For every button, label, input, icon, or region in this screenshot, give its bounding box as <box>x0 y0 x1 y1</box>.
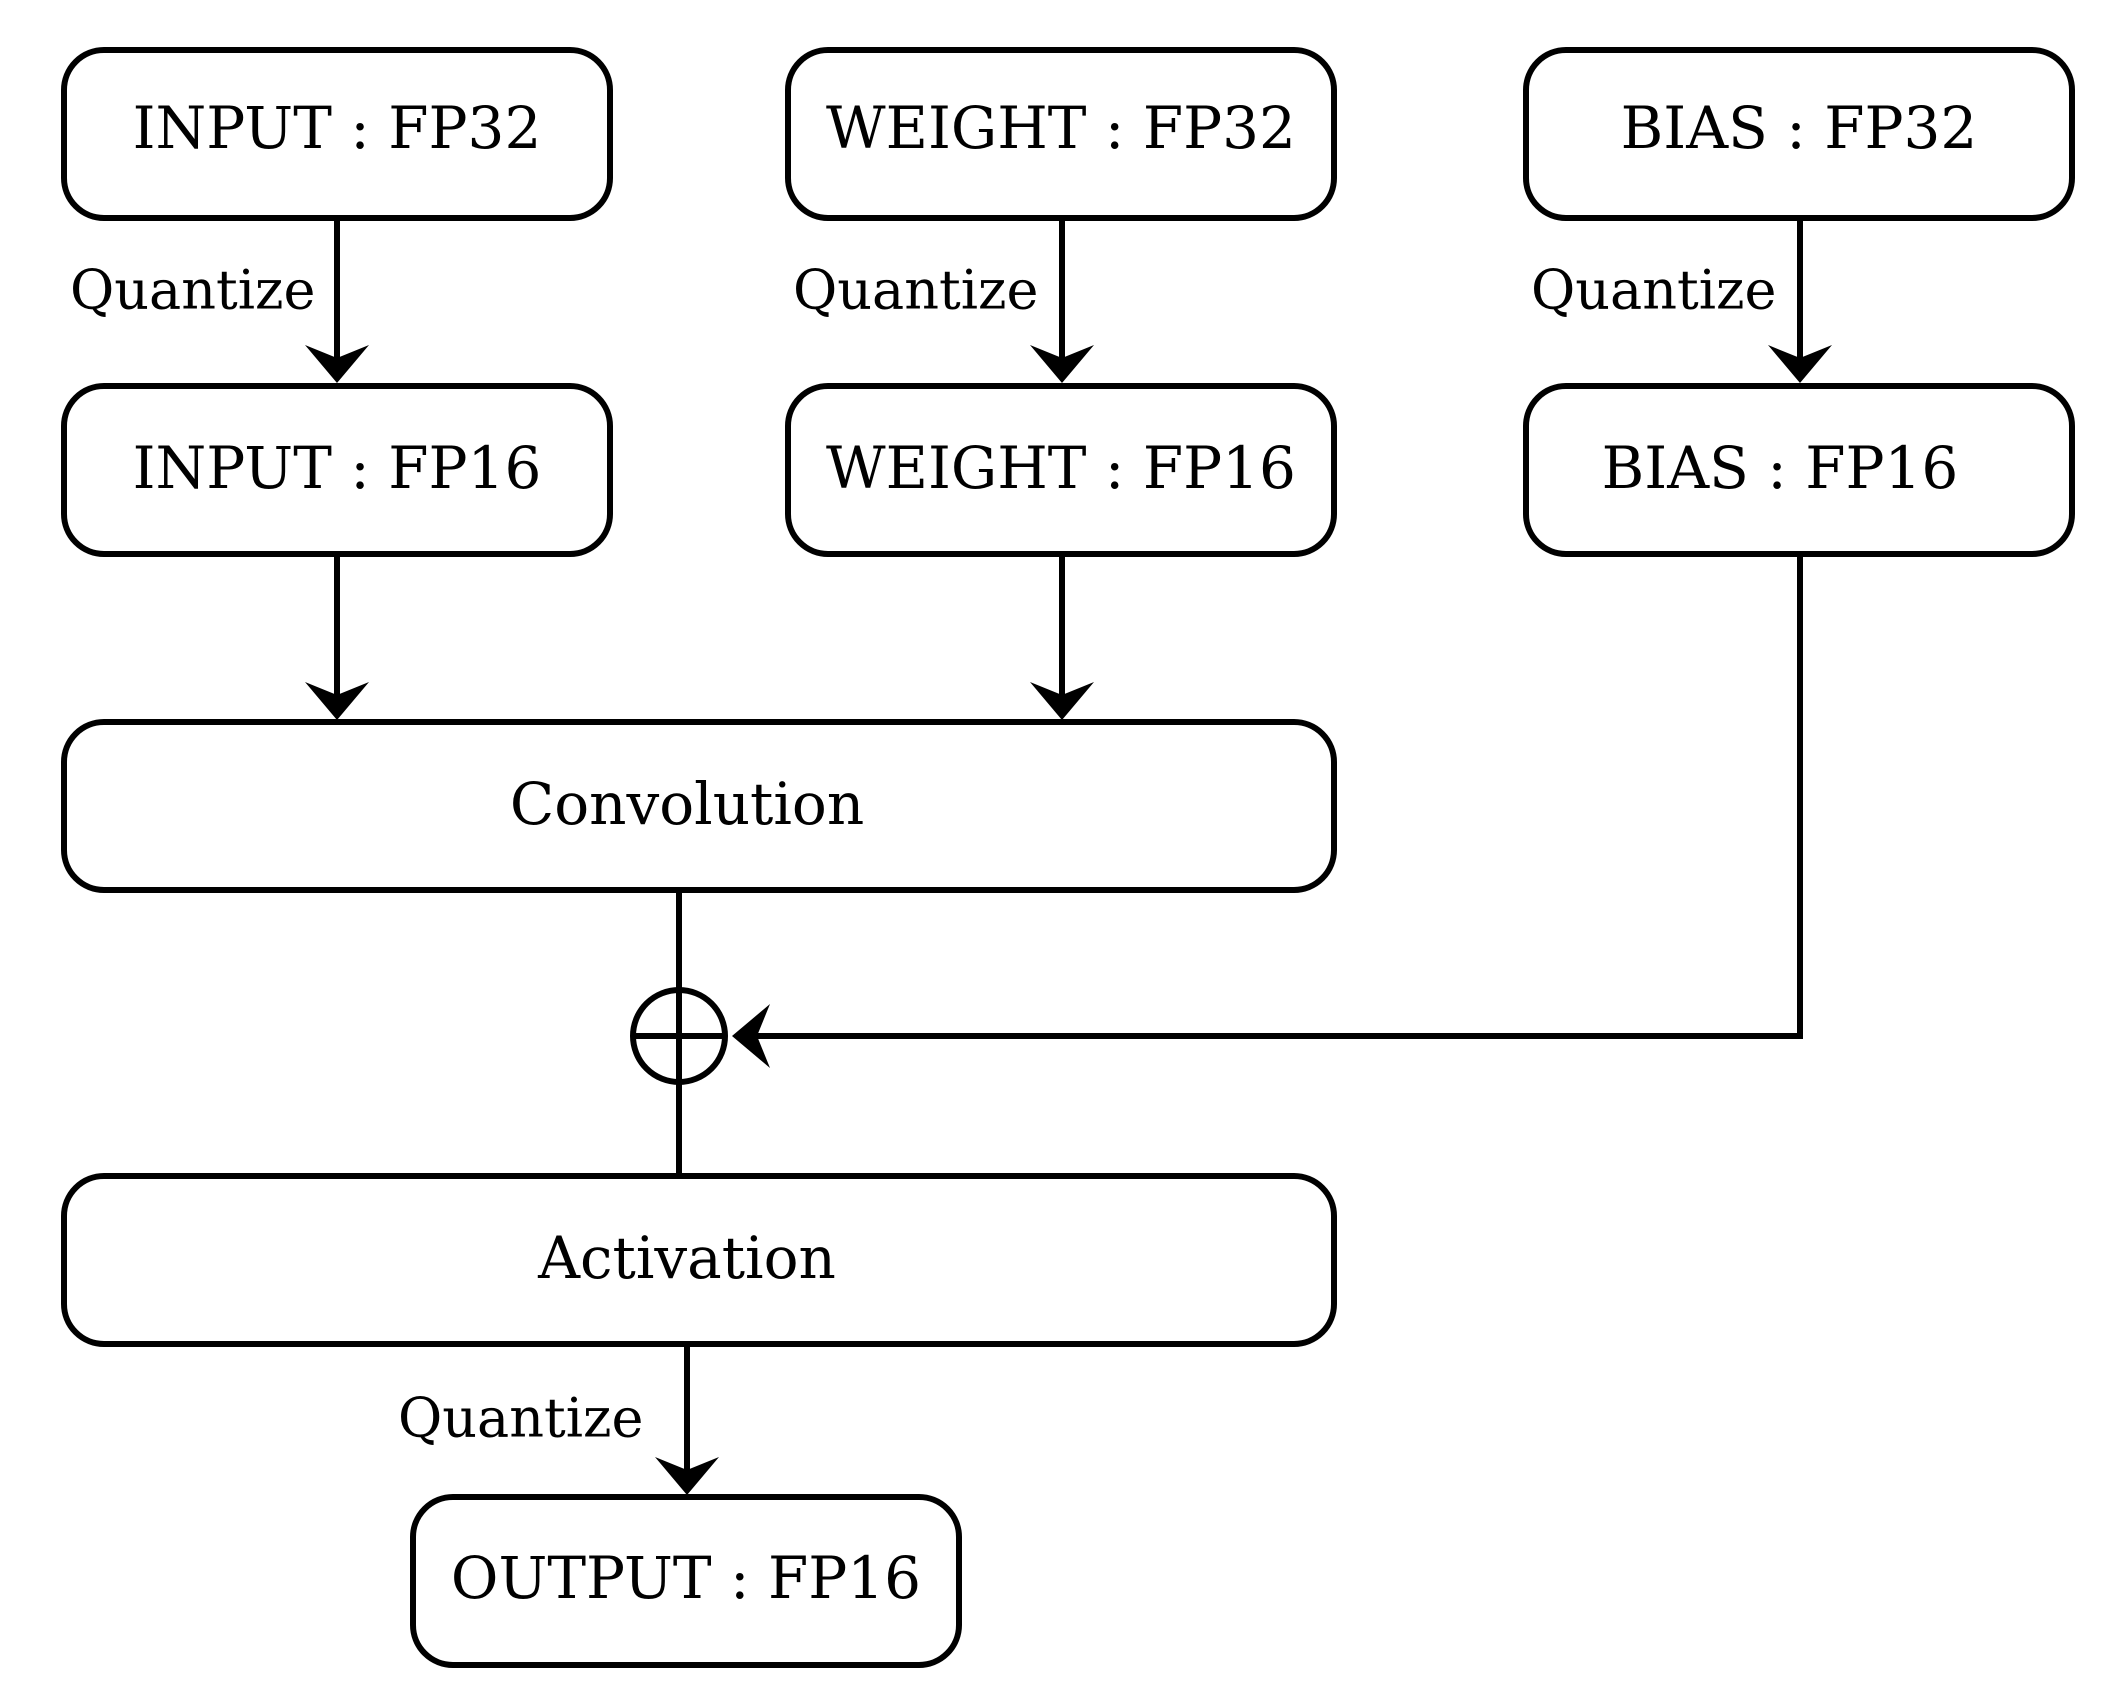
node-convolution-label: Convolution <box>510 770 864 838</box>
node-bias-fp32: BIAS : FP32 <box>1523 47 2075 221</box>
edge-weight-quantize-arrowhead <box>1030 345 1094 383</box>
node-bias-fp32-label: BIAS : FP32 <box>1621 94 1978 162</box>
edge-bias-quantize-arrowhead <box>1768 345 1832 383</box>
node-weight-fp16: WEIGHT : FP16 <box>785 383 1337 557</box>
node-bias-fp16: BIAS : FP16 <box>1523 383 2075 557</box>
node-input-fp16: INPUT : FP16 <box>61 383 613 557</box>
node-activation: Activation <box>61 1173 1337 1347</box>
node-weight-fp32-label: WEIGHT : FP32 <box>826 94 1296 162</box>
edge-input-quantize-arrowhead <box>305 345 369 383</box>
edge-label-input-quantize: Quantize <box>70 259 315 322</box>
node-weight-fp32: WEIGHT : FP32 <box>785 47 1337 221</box>
node-convolution: Convolution <box>61 719 1337 893</box>
sum-node <box>630 987 728 1085</box>
edge-label-output-quantize: Quantize <box>398 1387 643 1450</box>
node-bias-fp16-label: BIAS : FP16 <box>1602 434 1959 502</box>
edge-label-weight-quantize: Quantize <box>793 259 1038 322</box>
node-input-fp16-label: INPUT : FP16 <box>133 434 542 502</box>
node-weight-fp16-label: WEIGHT : FP16 <box>826 434 1296 502</box>
node-output-fp16-label: OUTPUT : FP16 <box>451 1544 921 1612</box>
node-input-fp32-label: INPUT : FP32 <box>133 94 542 162</box>
edge-label-bias-quantize: Quantize <box>1531 259 1776 322</box>
node-output-fp16: OUTPUT : FP16 <box>410 1494 962 1668</box>
edge-input-conv-arrowhead <box>305 682 369 720</box>
edge-bias-add-arrowhead <box>732 1004 770 1068</box>
node-activation-label: Activation <box>537 1224 836 1292</box>
edge-weight-conv-arrowhead <box>1030 682 1094 720</box>
node-input-fp32: INPUT : FP32 <box>61 47 613 221</box>
edge-output-quantize-arrowhead <box>655 1457 719 1495</box>
edge-bias-add-line <box>755 554 1803 1039</box>
